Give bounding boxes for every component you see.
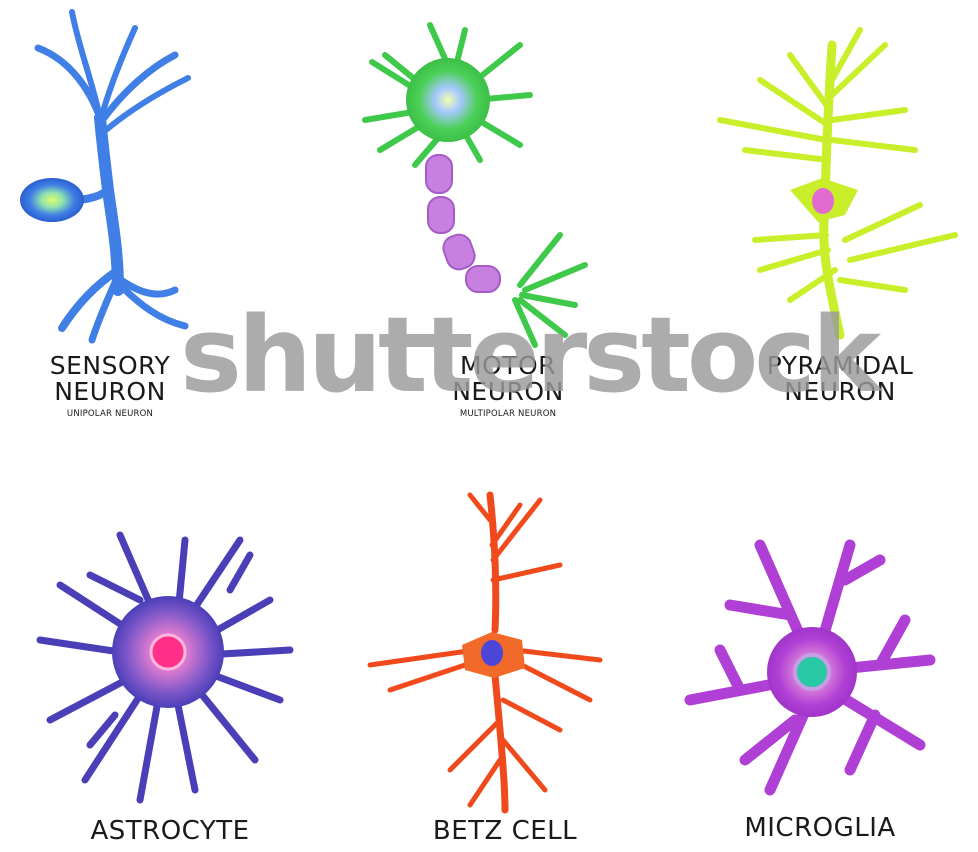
label-pyramidal-neuron: PYRAMIDAL NEURON	[750, 353, 930, 406]
label-motor-neuron-subtitle: MULTIPOLAR NEURON	[418, 410, 598, 419]
label-pyramidal-neuron-line2: NEURON	[750, 379, 930, 405]
label-pyramidal-neuron-line1: PYRAMIDAL	[750, 353, 930, 379]
label-motor-neuron-line1: MOTOR	[418, 353, 598, 379]
label-motor-neuron: MOTOR NEURON MULTIPOLAR NEURON	[418, 353, 598, 418]
label-sensory-neuron: SENSORY NEURON UNIPOLAR NEURON	[20, 353, 200, 418]
label-astrocyte: ASTROCYTE	[70, 818, 270, 845]
label-betz-cell: BETZ CELL	[405, 818, 605, 845]
label-sensory-neuron-subtitle: UNIPOLAR NEURON	[20, 410, 200, 419]
label-microglia: MICROGLIA	[720, 815, 920, 842]
label-motor-neuron-line2: NEURON	[418, 379, 598, 405]
label-sensory-neuron-line2: NEURON	[20, 379, 200, 405]
label-sensory-neuron-line1: SENSORY	[20, 353, 200, 379]
